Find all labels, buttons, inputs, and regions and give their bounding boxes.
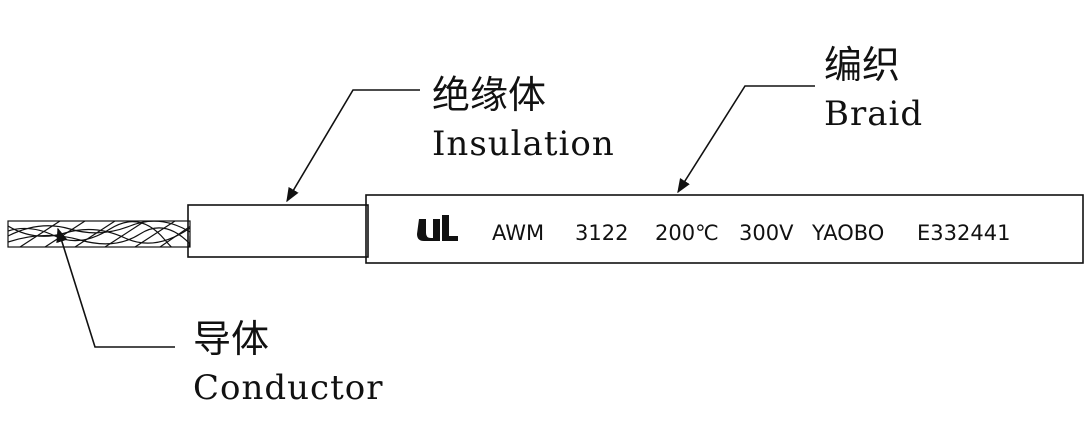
conductor-label-en: Conductor [193,368,383,408]
conductor-label-cn: 导体 [193,317,269,361]
print-style: 3122 [575,221,628,245]
insulation-label-en: Insulation [432,124,615,164]
ul-logo-icon [417,215,458,241]
conductor-strands [7,220,191,248]
insulation-layer [187,204,369,258]
print-type: AWM [492,221,544,245]
braid-layer [365,194,1084,264]
cable-print: AWM 3122 200℃ 300V YAOBO E332441 [492,221,1010,245]
print-file-number: E332441 [917,221,1010,245]
braid-label-en: Braid [824,94,923,134]
insulation-label-cn: 绝缘体 [432,73,546,117]
braid-leader [677,85,815,194]
conductor-leader [56,227,175,348]
print-maker: YAOBO [811,221,884,245]
braid-label-cn: 编织 [824,43,900,87]
insulation-leader [286,89,420,203]
print-temperature: 200℃ [655,221,719,245]
print-voltage: 300V [739,221,794,245]
